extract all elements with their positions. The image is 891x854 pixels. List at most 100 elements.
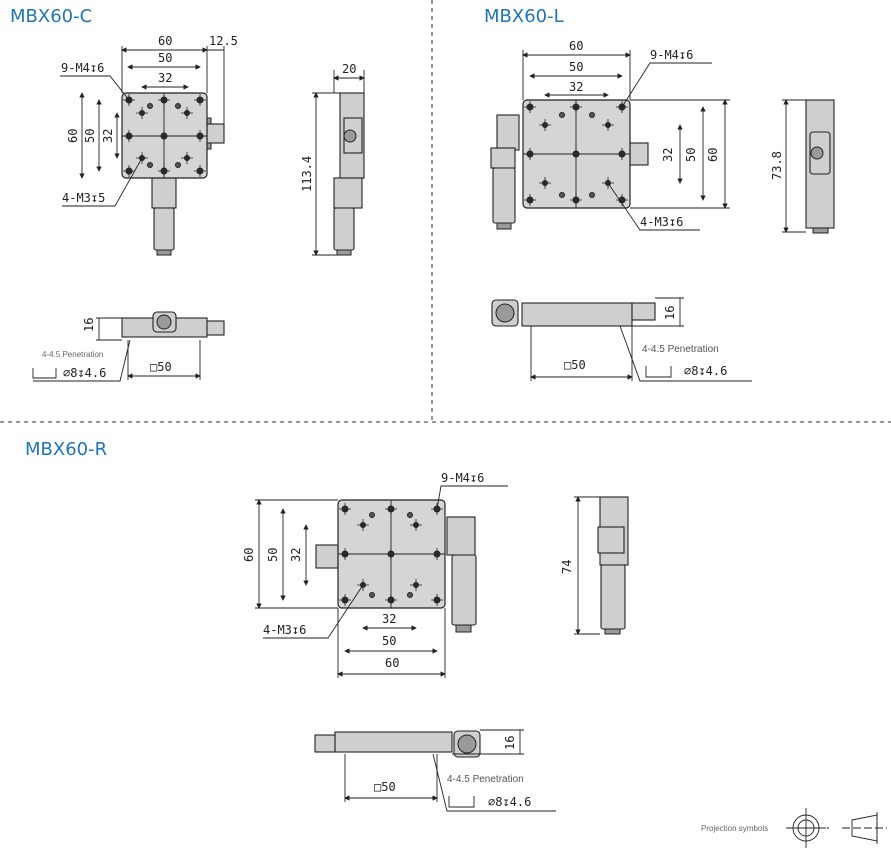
hole-crosshair [357,519,369,531]
dim-hole-pitch: 32 [382,612,396,626]
knob-block [629,142,649,166]
hole-crosshair [539,119,551,131]
dim-square: □50 [150,360,172,374]
dim-knob-offset: 12.5 [209,34,238,48]
dim-inner: 50 [382,634,396,648]
pin-hole [559,192,565,198]
pin-hole [147,103,153,109]
top-view: 60 12.5 50 32 60 50 32 9-M4↧6 4-M3↧5 [60,34,238,256]
knob-block [315,544,339,569]
dim-height-inner: 50 [266,548,280,562]
callout-m4-holes: 9-M4↧6 [61,61,104,75]
micrometer-bracket [490,147,516,169]
micrometer-end-icon [156,314,172,330]
hole-crosshair [431,594,443,606]
side-thimble [600,564,626,630]
projection-label: Projection symbols [701,824,768,833]
top-view: 60 50 32 32 50 60 9-M4↧6 4-M3↧6 [242,471,508,678]
dim-height: 60 [66,129,80,143]
dim-inner: 50 [569,60,583,74]
penetration-note: 4-4.5 Penetration [642,344,719,355]
counterbore-callout: ∅8↧4.6 [684,364,727,378]
side-view: 20 113.4 [300,62,365,256]
hole-crosshair [410,519,422,531]
pin-hole [589,112,595,118]
front-view: 16 □50 4-4.5 Penetration ∅8↧4.6 [491,297,752,382]
dim-width: 60 [385,656,399,670]
micrometer-end-icon [495,303,515,323]
hole-crosshair [123,165,135,177]
hole-group [524,101,628,206]
micrometer-body [446,516,476,556]
lock-screw-icon [343,129,357,143]
knob-block [206,123,225,144]
dim-length: 113.4 [300,156,314,192]
hole-crosshair [616,148,628,160]
callout-m3-holes: 4-M3↧6 [640,215,683,229]
micrometer-body [151,177,177,209]
side-bracket [597,526,625,554]
dim-height-pitch: 32 [101,129,115,143]
dim-height-inner: 50 [83,129,97,143]
dim-height: 60 [242,548,256,562]
dim-hole-pitch: 32 [569,80,583,94]
hole-crosshair [339,503,351,515]
side-view: 74 [560,496,629,635]
hole-crosshair [194,94,206,106]
pin-hole [407,512,413,518]
hole-crosshair [136,107,148,119]
side-bracket [333,177,363,209]
hole-crosshair [194,130,206,142]
dim-height-inner: 50 [684,148,698,162]
hole-crosshair [181,152,193,164]
counterbore-icon [32,368,57,379]
model-title: MBX60-C [10,6,92,27]
hole-crosshair [123,130,135,142]
micrometer-body [496,114,520,151]
hole-crosshair [385,594,397,606]
side-thimble [333,207,355,251]
front-body [334,731,453,753]
callout-m3-holes: 4-M3↧5 [62,191,105,205]
pin-hole [559,112,565,118]
pin-hole [369,592,375,598]
counterbore-callout: ∅8↧4.6 [63,366,106,380]
micrometer-thimble [451,554,477,626]
top-view: 60 50 32 9-M4↧6 32 50 60 4-M3↧6 [490,39,730,231]
hole-crosshair [385,548,397,560]
hole-group [123,94,206,177]
hole-crosshair [570,148,582,160]
model-title: MBX60-R [25,439,107,460]
dim-height-pitch: 32 [661,148,675,162]
pin-hole [175,103,181,109]
pin-hole [369,512,375,518]
micrometer-end-icon [457,734,477,754]
pin-hole [407,592,413,598]
hole-crosshair [339,594,351,606]
hole-crosshair [431,548,443,560]
dim-height: 16 [503,736,517,750]
micrometer-thimble [153,207,175,251]
pin-hole [147,162,153,168]
hole-crosshair [602,119,614,131]
hole-crosshair [539,177,551,189]
projection-circle-icon [786,808,829,848]
hole-crosshair [158,94,170,106]
dim-length: 73.8 [770,151,784,180]
projection-symbols: Projection symbols [701,808,887,848]
hole-crosshair [570,101,582,113]
hole-crosshair [181,107,193,119]
dim-square: □50 [564,358,586,372]
pin-hole [175,162,181,168]
hole-crosshair [410,579,422,591]
front-body [521,302,633,327]
hole-crosshair [158,165,170,177]
hole-crosshair [570,194,582,206]
dim-width: 60 [569,39,583,53]
hole-crosshair [339,548,351,560]
penetration-note: 4-4.5 Penetration [42,350,103,359]
side-view: 73.8 [770,99,835,234]
hole-crosshair [524,194,536,206]
dim-square: □50 [374,780,396,794]
